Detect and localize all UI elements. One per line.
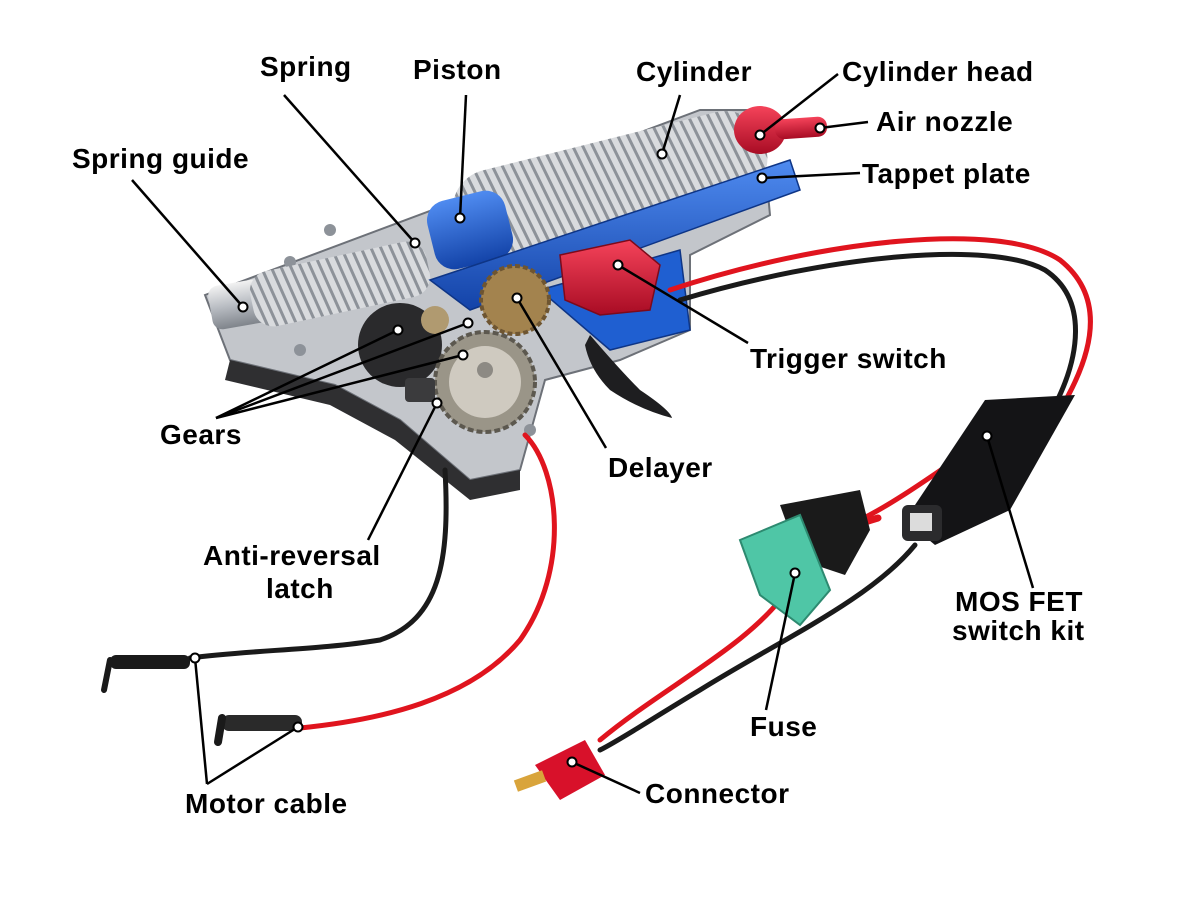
- label-trigger-switch: Trigger switch: [750, 343, 947, 374]
- leader-motor-cable-2: [206, 725, 299, 786]
- connector-part: [513, 740, 605, 800]
- leader-cylinder-head: [759, 73, 839, 136]
- label-cylinder-head: Cylinder head: [842, 56, 1034, 87]
- leader-connector: [571, 760, 641, 795]
- label-piston: Piston: [413, 54, 502, 85]
- label-tappet-plate: Tappet plate: [862, 158, 1031, 189]
- fuse-part: [738, 490, 870, 627]
- label-spring: Spring: [260, 51, 352, 82]
- leader-gears-2: [215, 321, 469, 420]
- leader-spring: [283, 94, 416, 244]
- label-air-nozzle: Air nozzle: [876, 106, 1013, 137]
- leader-dots: [189, 122, 993, 768]
- leader-fuse: [764, 572, 797, 711]
- mosfet-part: [902, 395, 1075, 545]
- leader-trigger-switch: [617, 263, 749, 345]
- leader-delayer: [515, 297, 608, 449]
- leader-gears-1: [215, 328, 399, 420]
- label-cylinder: Cylinder: [636, 56, 752, 87]
- main-spring-part: [249, 241, 431, 327]
- label-group: Spring Piston Cylinder Cylinder head Air…: [72, 51, 1085, 819]
- air-nozzle-part: [774, 116, 828, 140]
- label-delayer: Delayer: [608, 452, 713, 483]
- label-anti-reversal-line2: latch: [266, 573, 334, 604]
- motor-cable-terminals: [101, 655, 302, 746]
- leader-tappet-plate: [761, 171, 861, 180]
- leader-cylinder: [660, 94, 682, 155]
- cylinder-part: [452, 111, 768, 257]
- label-gears: Gears: [160, 419, 242, 450]
- label-mosfet-line1: MOS FET: [955, 586, 1083, 617]
- trigger-part: [585, 335, 672, 418]
- label-mosfet-line2: switch kit: [952, 615, 1085, 646]
- leader-spring-guide: [131, 179, 244, 308]
- leader-anti-reversal: [366, 402, 439, 541]
- label-anti-reversal-line1: Anti-reversal: [203, 540, 381, 571]
- label-motor-cable: Motor cable: [185, 788, 348, 819]
- label-connector: Connector: [645, 778, 790, 809]
- leader-motor-cable-1: [193, 657, 209, 785]
- leader-gears-3: [215, 353, 464, 420]
- trigger-switch-part: [559, 239, 661, 316]
- leader-air-nozzle: [819, 120, 869, 130]
- piston-part: [426, 190, 514, 270]
- label-spring-guide: Spring guide: [72, 143, 249, 174]
- leader-piston: [458, 94, 468, 219]
- leader-mosfet: [985, 435, 1035, 589]
- label-fuse: Fuse: [750, 711, 817, 742]
- anti-reversal-latch-part: [405, 378, 435, 402]
- leader-lines: [131, 73, 1035, 795]
